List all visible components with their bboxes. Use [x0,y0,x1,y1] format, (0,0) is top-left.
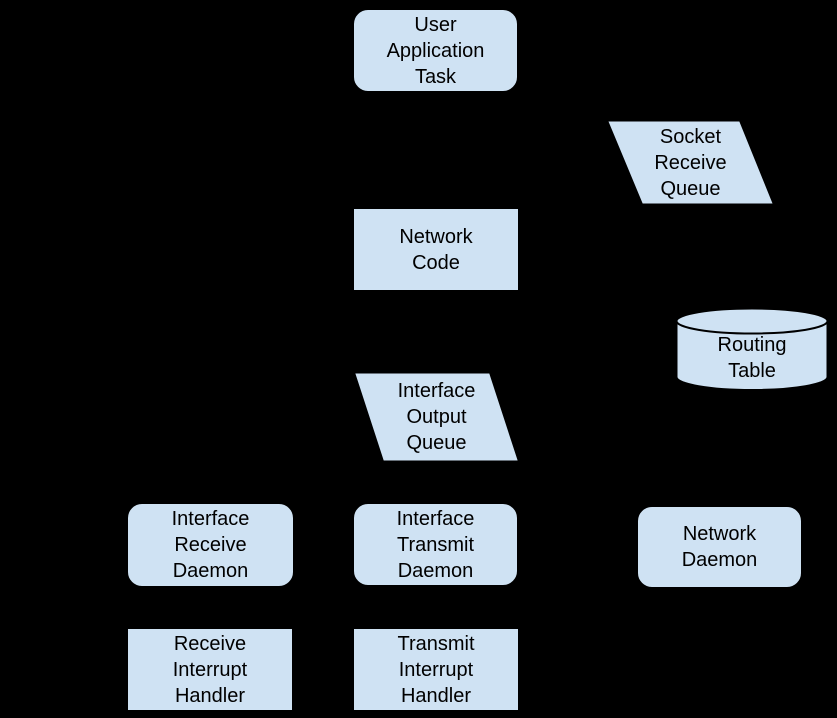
node-network-code: Network Code [352,207,520,292]
node-transmit-interrupt-handler: Transmit Interrupt Handler [352,627,520,712]
cylinder-shape [675,307,829,392]
node-label: Network Daemon [681,523,758,571]
rounded-rect-shape [636,505,803,589]
node-label: Transmit Interrupt Handler [397,632,475,707]
rounded-rect-shape [126,502,295,588]
node-label: Socket Receive Queue [654,125,727,200]
node-user-application-task: User Application Task [352,8,519,93]
parallelogram-shape [605,119,776,206]
parallelogram-shape [352,371,521,463]
node-socket-receive-queue: Socket Receive Queue [605,119,776,206]
rect-shape [126,627,294,712]
node-label: Routing Table [717,333,787,382]
node-interface-output-queue: Interface Output Queue [352,371,521,463]
node-label: Interface Output Queue [397,380,476,454]
node-receive-interrupt-handler: Receive Interrupt Handler [126,627,294,712]
node-label: Network Code [399,225,473,274]
node-label: Receive Interrupt Handler [172,632,248,707]
rounded-rect-shape [352,502,519,587]
rounded-rect-shape [352,8,519,93]
node-label: Interface Receive Daemon [171,508,250,582]
node-label: Interface Transmit Daemon [396,507,475,582]
rect-shape [352,207,520,292]
rect-shape [352,627,520,712]
node-interface-transmit-daemon: Interface Transmit Daemon [352,502,519,587]
node-label: User Application Task [386,13,485,88]
node-network-daemon: Network Daemon [636,505,803,589]
node-interface-receive-daemon: Interface Receive Daemon [126,502,295,588]
node-routing-table: Routing Table [675,307,829,392]
